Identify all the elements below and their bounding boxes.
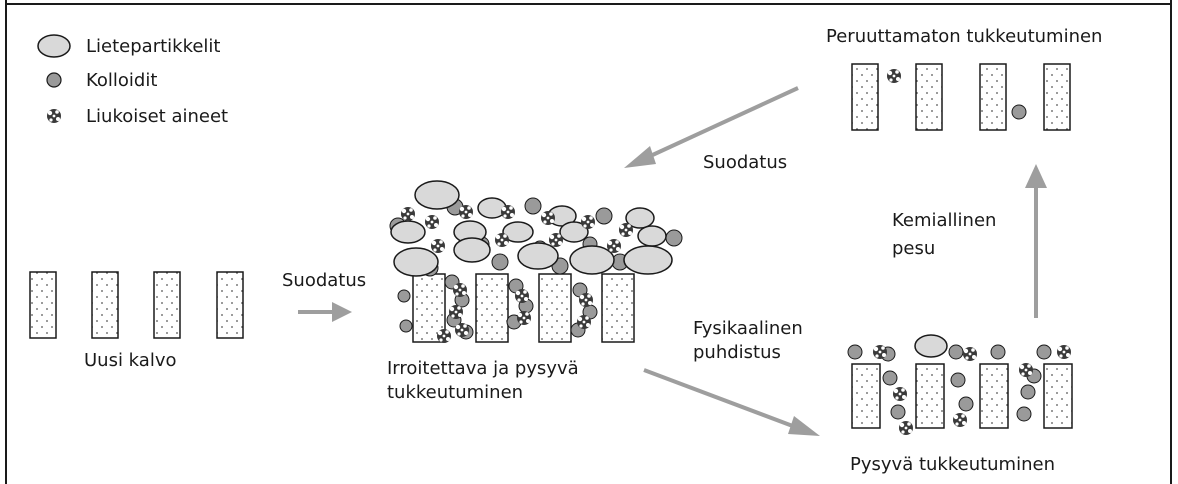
new-membrane: Uusi kalvo <box>30 272 243 371</box>
arrow-head <box>332 302 352 322</box>
arrow-chemical-washing: Kemiallinen pesu <box>892 164 1047 318</box>
legend-label-dissolved: Liukoiset aineet <box>86 106 228 127</box>
label-new-membrane: Uusi kalvo <box>84 350 177 371</box>
permanent-sludge-particle <box>915 335 947 357</box>
membrane-pore-wall <box>916 364 944 428</box>
membrane-pore-wall <box>602 274 634 342</box>
fouled-membrane: Irroitettava ja pysyvä tukkeutuminen <box>387 181 682 403</box>
membrane-pore-wall <box>852 64 878 130</box>
membrane-pore-wall <box>980 64 1006 130</box>
membrane-pore-wall <box>916 64 942 130</box>
colloid-icon <box>47 73 61 87</box>
label-permanent-fouling: Pysyvä tukkeutuminen <box>850 454 1055 475</box>
arrow-shaft <box>644 370 798 428</box>
label-removable-fouling-line1: Irroitettava ja pysyvä <box>387 358 579 379</box>
membrane-pore-wall <box>154 272 180 338</box>
membrane-pore-wall <box>980 364 1008 428</box>
legend-label-colloids: Kolloidit <box>86 70 157 91</box>
arrow-head <box>788 416 820 436</box>
membrane-pore-wall <box>476 274 508 342</box>
membrane-pore-wall <box>539 274 571 342</box>
permanent-fouling-membrane: Pysyvä tukkeutuminen <box>848 335 1072 475</box>
irreversible-fouling-membrane: Peruuttamaton tukkeutuminen <box>826 26 1102 130</box>
membrane-pore-wall <box>92 272 118 338</box>
arrow-physical-cleaning: Fysikaalinen puhdistus <box>644 318 820 436</box>
membrane-pore-wall <box>1044 364 1072 428</box>
label-physical-cleaning-line1: Fysikaalinen <box>693 318 803 339</box>
label-chemical-washing-line1: Kemiallinen <box>892 210 996 231</box>
membrane-pore-wall <box>852 364 880 428</box>
label-irreversible-fouling: Peruuttamaton tukkeutuminen <box>826 26 1102 47</box>
label-physical-cleaning-line2: puhdistus <box>693 342 781 363</box>
sludge-particle-icon <box>38 35 70 57</box>
arrow-filtration-2: Suodatus <box>624 88 798 173</box>
dissolved-substance-icon <box>47 109 61 123</box>
legend-label-sludge: Lietepartikkelit <box>86 36 221 57</box>
label-filtration-2: Suodatus <box>703 152 787 173</box>
arrow-filtration-1: Suodatus <box>282 270 366 322</box>
arrow-head <box>624 146 656 168</box>
colloid-icon <box>1012 105 1026 119</box>
label-chemical-washing-line2: pesu <box>892 238 935 259</box>
arrow-shaft <box>646 88 798 158</box>
label-filtration-1: Suodatus <box>282 270 366 291</box>
legend: Lietepartikkelit Kolloidit Liukoiset ain… <box>38 35 228 127</box>
membrane-pore-wall <box>217 272 243 338</box>
dissolved-substance-icon <box>887 69 901 83</box>
arrow-head <box>1025 164 1047 188</box>
membrane-pore-wall <box>30 272 56 338</box>
membrane-pore-wall <box>1044 64 1070 130</box>
label-removable-fouling-line2: tukkeutuminen <box>387 382 523 403</box>
